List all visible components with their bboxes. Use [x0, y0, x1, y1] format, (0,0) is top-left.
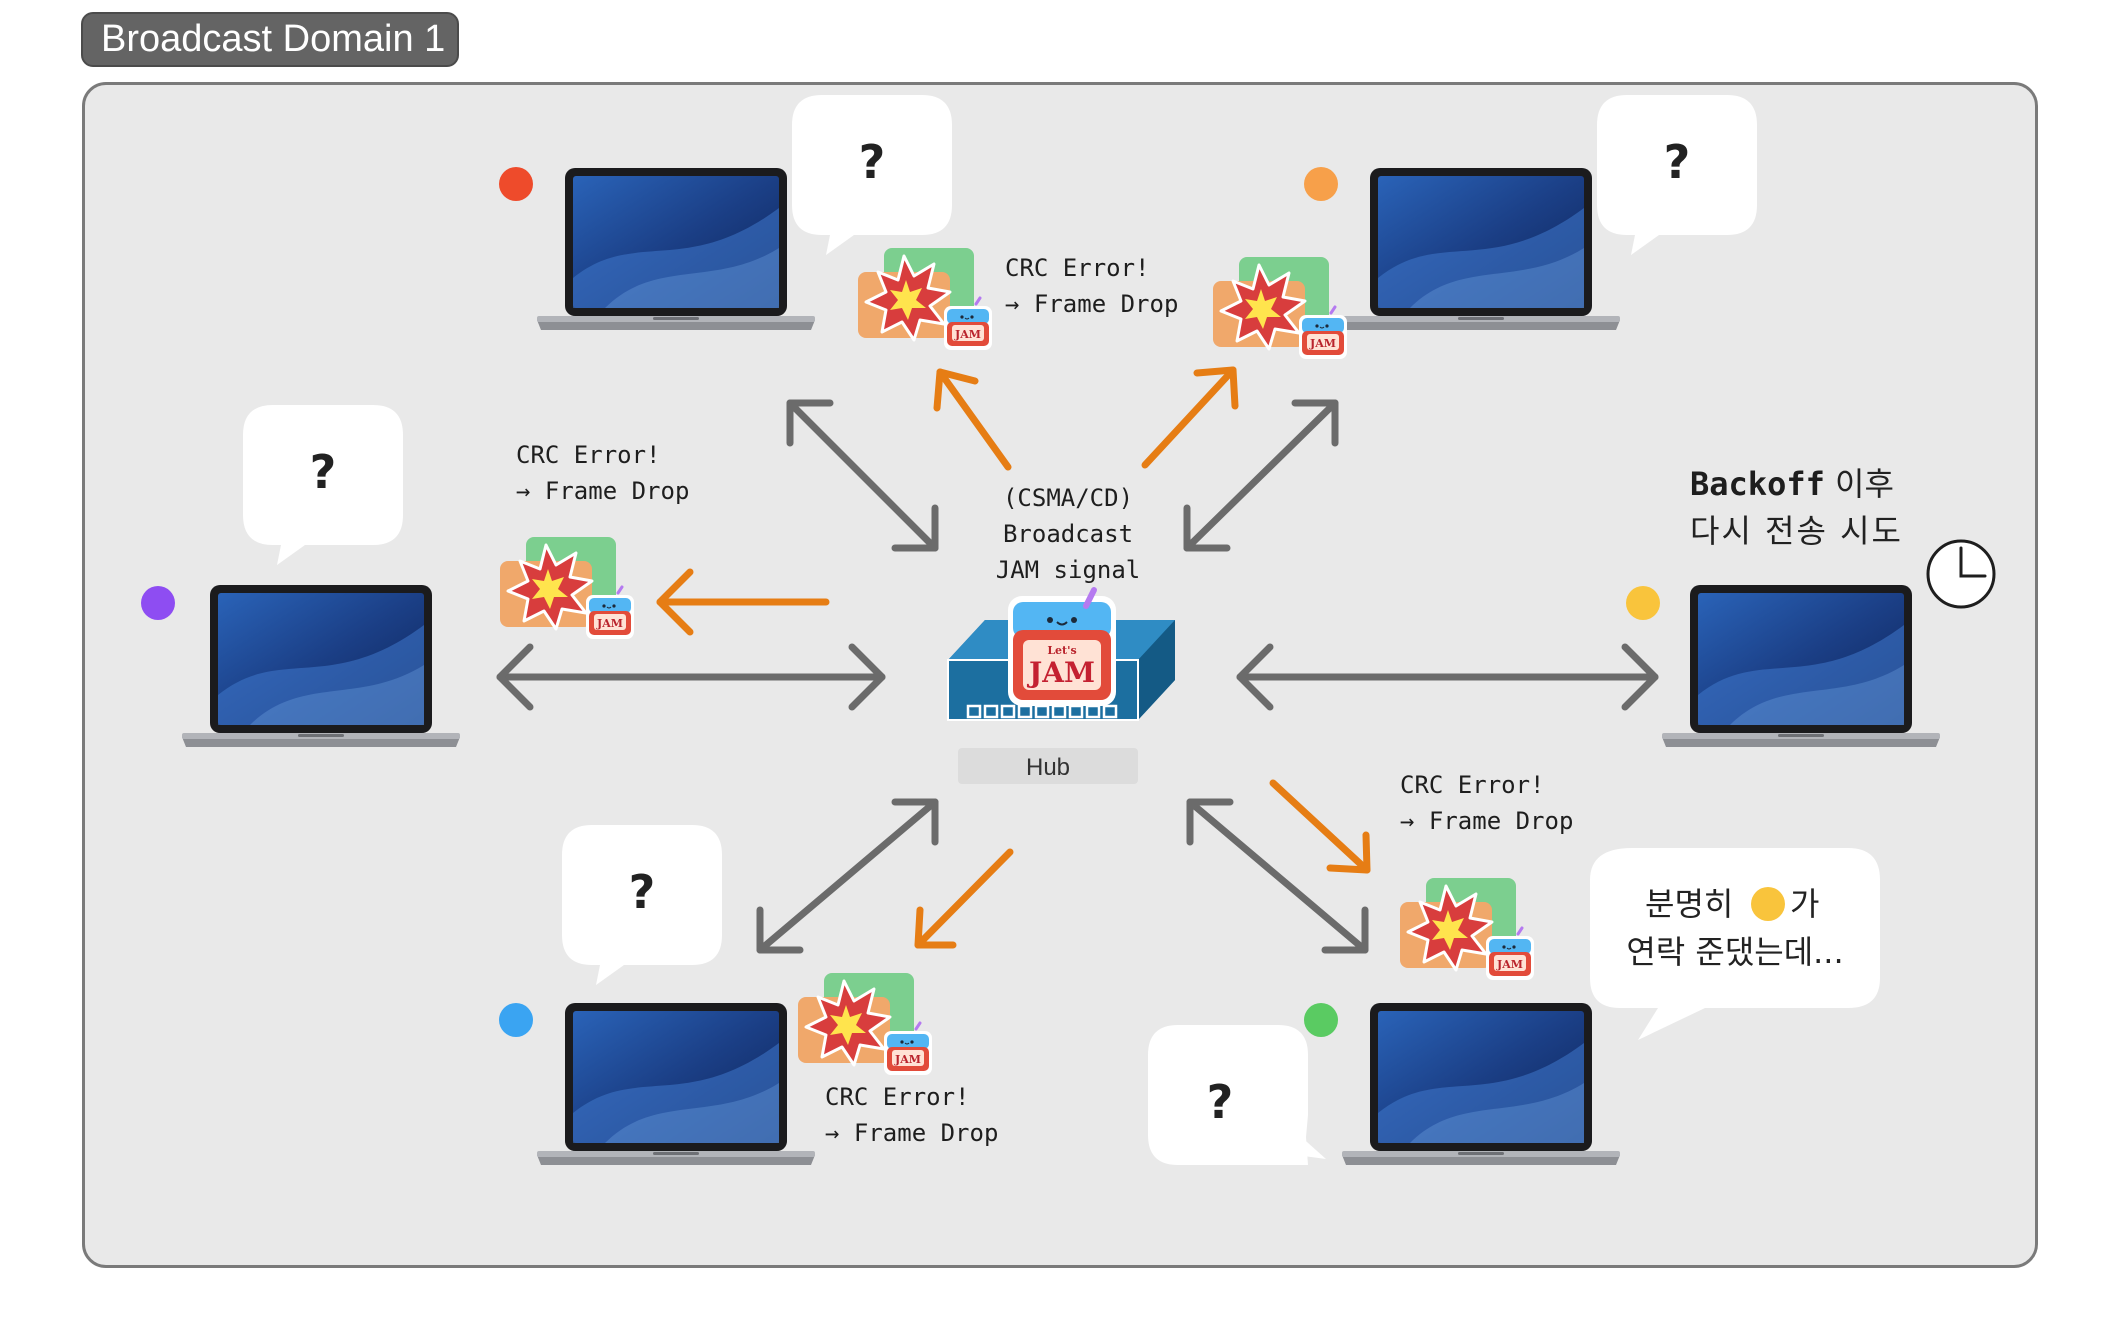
- bubble-green-text: ?: [1207, 1075, 1234, 1129]
- signal-line-1: (CSMA/CD): [1003, 484, 1133, 512]
- link-yellow-hub: [1236, 643, 1659, 711]
- jam-arrow-red: [933, 368, 1012, 471]
- laptop-red: [537, 168, 815, 330]
- note-red-2: → Frame Drop: [1005, 290, 1178, 318]
- complaint-line1-b: 가: [1790, 885, 1819, 923]
- clock-icon: [1926, 539, 1996, 609]
- hub-label: Hub: [1026, 754, 1070, 781]
- hub-label-bg: [958, 748, 1138, 784]
- hub-jar-small-text: Let's: [1047, 644, 1076, 657]
- jam-arrow-blue: [914, 848, 1014, 949]
- host-dot-yellow: [1626, 586, 1660, 620]
- bubble-purple: ?: [243, 405, 403, 565]
- laptop-blue: [537, 1003, 815, 1165]
- complaint-line1-a: 분명히: [1645, 885, 1744, 923]
- frame-drop-notes: CRC Error! → Frame Drop CRC Error! → Fra…: [516, 254, 1573, 1147]
- complaint-bubble: 분명히 가 연락 준댔는데...: [1590, 848, 1880, 1040]
- domain-label: Broadcast Domain 1: [81, 12, 459, 67]
- note-green-2: → Frame Drop: [1400, 807, 1573, 835]
- host-dot-green: [1304, 1003, 1338, 1037]
- note-purple-1: CRC Error!: [516, 441, 661, 469]
- note-red-1: CRC Error!: [1005, 254, 1150, 282]
- signal-line-3: JAM signal: [996, 556, 1141, 584]
- bubble-blue: ?: [562, 825, 722, 985]
- bubble-red: ?: [792, 95, 952, 255]
- backoff-rest: 이후: [1825, 465, 1894, 503]
- link-purple-hub: [496, 643, 886, 711]
- collision-red: [858, 248, 992, 350]
- complaint-yellow-dot: [1751, 887, 1785, 921]
- laptop-yellow: [1662, 585, 1940, 747]
- host-dots: [141, 167, 1660, 1037]
- collision-blue: [798, 973, 932, 1075]
- note-purple-2: → Frame Drop: [516, 477, 689, 505]
- backoff-line2: 다시 전송 시도: [1690, 512, 1903, 550]
- link-blue-hub: [756, 798, 939, 954]
- bubble-purple-text: ?: [310, 445, 337, 499]
- bubble-red-text: ?: [859, 135, 886, 189]
- link-orange-hub: [1183, 399, 1339, 552]
- host-dot-blue: [499, 1003, 533, 1037]
- signal-line-2: Broadcast: [1003, 520, 1133, 548]
- bubble-orange: ?: [1597, 95, 1757, 255]
- network-links: [496, 399, 1659, 954]
- backoff-strong: Backoff: [1690, 465, 1825, 503]
- link-red-hub: [786, 399, 939, 552]
- hub-jar-big-text: JAM: [1026, 656, 1095, 689]
- bubble-green: ?: [1148, 1025, 1326, 1165]
- collision-purple: [500, 537, 634, 639]
- host-dot-purple: [141, 586, 175, 620]
- note-blue-1: CRC Error!: [825, 1083, 970, 1111]
- laptop-green: [1342, 1003, 1620, 1165]
- jam-arrow-purple: [656, 568, 830, 636]
- backoff-note: Backoff 이후 다시 전송 시도: [1690, 465, 1903, 550]
- svg-text:분명히: 분명히: [1645, 885, 1744, 923]
- bubble-orange-text: ?: [1664, 135, 1691, 189]
- laptop-orange: [1342, 168, 1620, 330]
- complaint-line2: 연락 준댔는데...: [1626, 933, 1843, 971]
- host-dot-orange: [1304, 167, 1338, 201]
- hub-icon: Let's JAM: [947, 587, 1175, 721]
- collision-orange: [1213, 257, 1347, 359]
- jam-arrow-orange: [1141, 366, 1239, 469]
- note-green-1: CRC Error!: [1400, 771, 1545, 799]
- jam-arrow-green: [1269, 779, 1371, 874]
- jam-signal-label: (CSMA/CD) Broadcast JAM signal: [996, 484, 1141, 584]
- laptop-purple: [182, 585, 460, 747]
- svg-text:Backoff 이후: Backoff 이후: [1690, 465, 1894, 503]
- note-blue-2: → Frame Drop: [825, 1119, 998, 1147]
- jam-arrows: [656, 366, 1371, 949]
- bubble-blue-text: ?: [629, 865, 656, 919]
- collision-green: [1400, 878, 1534, 980]
- link-green-hub: [1186, 798, 1369, 954]
- host-dot-red: [499, 167, 533, 201]
- hub-jam-jar: Let's JAM: [1008, 587, 1116, 706]
